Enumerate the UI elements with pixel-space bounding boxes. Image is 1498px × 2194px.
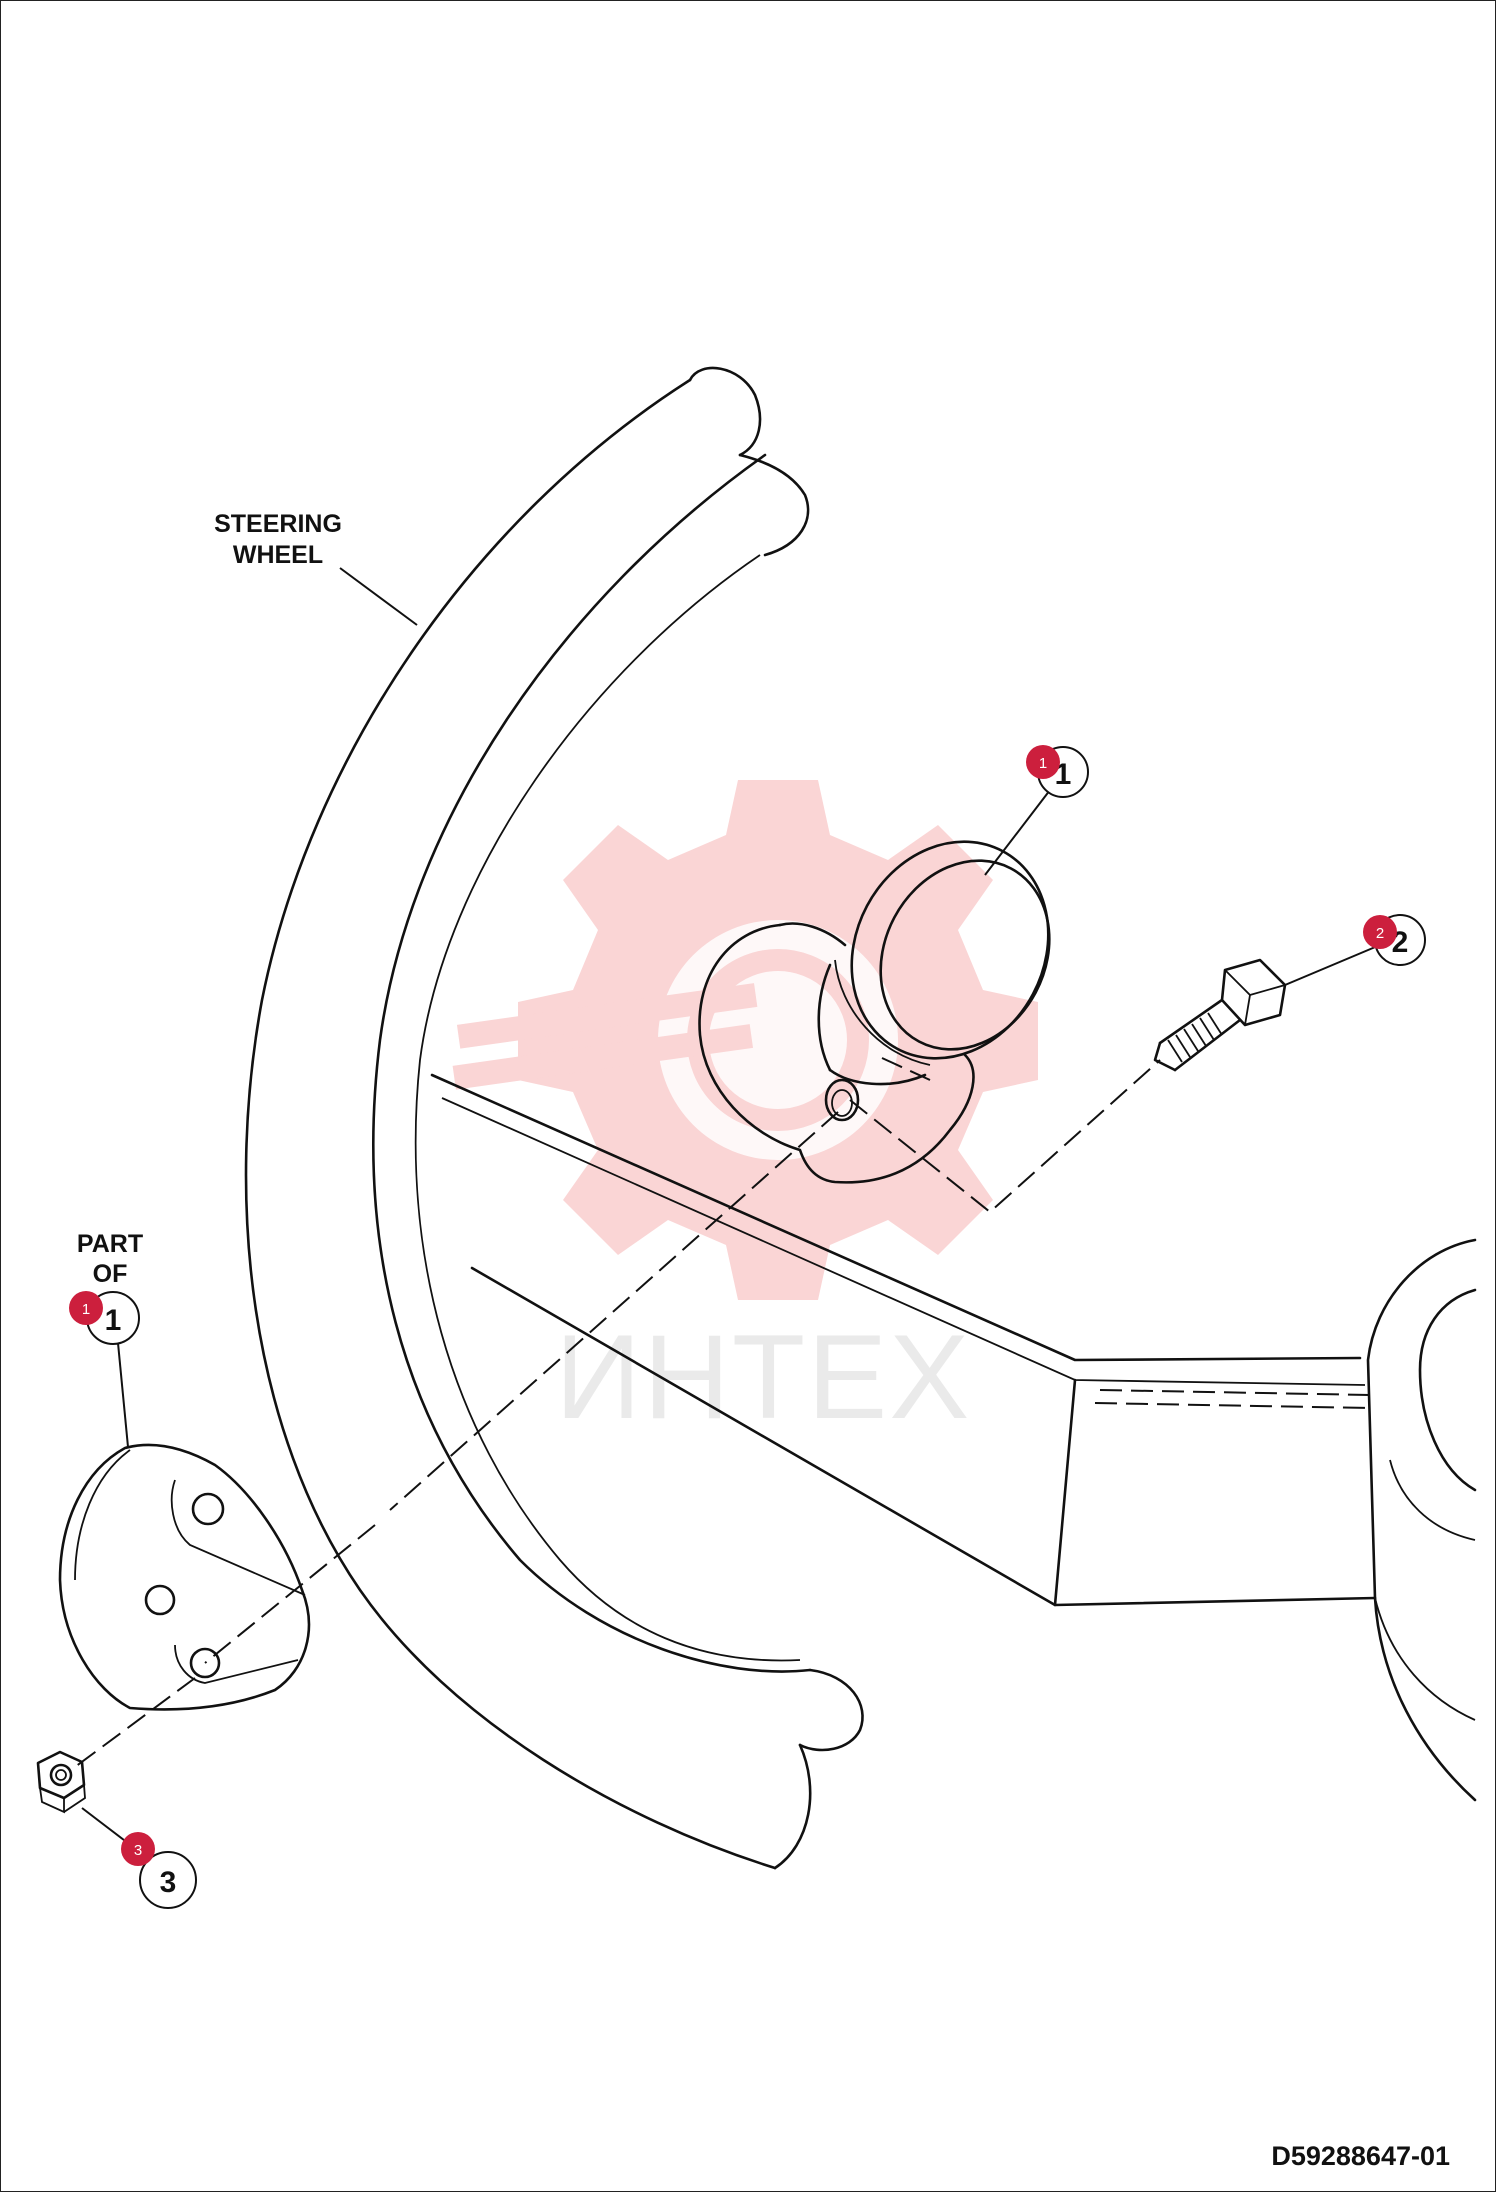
callout-knob[interactable]: 1 1 xyxy=(1026,745,1089,798)
callout-number: 1 xyxy=(105,1304,122,1337)
bolt xyxy=(1153,958,1287,1072)
badge-number: 3 xyxy=(134,1842,142,1859)
callout-number: 3 xyxy=(160,1866,177,1899)
part-of-label-line2: OF xyxy=(93,1260,128,1288)
steering-wheel-label-line1: STEERING xyxy=(214,510,342,538)
assembly-centerlines xyxy=(74,1057,1161,1768)
part-of-label-line1: PART xyxy=(77,1230,143,1258)
watermark-gear-logo: ИНТЕХ xyxy=(452,780,1038,1444)
steering-wheel-label-line2: WHEEL xyxy=(233,541,323,569)
badge-marker xyxy=(69,1291,103,1325)
badge-number: 1 xyxy=(82,1301,90,1318)
badge-number: 2 xyxy=(1376,925,1384,942)
badge-marker xyxy=(1026,745,1060,779)
callout-bolt[interactable]: 2 2 xyxy=(1363,914,1426,966)
badge-marker xyxy=(121,1832,155,1866)
badge-marker xyxy=(1363,915,1397,949)
steering-wheel-spoke xyxy=(430,1073,1477,1802)
drawing-number: D59288647-01 xyxy=(1271,2141,1450,2171)
steering-wheel-rim xyxy=(244,366,864,1870)
mounting-plate xyxy=(58,1443,311,1711)
nut xyxy=(36,1750,86,1814)
callout-nut[interactable]: 3 3 xyxy=(121,1832,197,1909)
badge-number: 1 xyxy=(1039,755,1047,772)
watermark-text: ИНТЕХ xyxy=(555,1310,971,1444)
callout-mounting-plate[interactable]: 1 1 xyxy=(69,1291,140,1345)
knob xyxy=(698,840,1051,1184)
leaders xyxy=(81,567,1381,1861)
